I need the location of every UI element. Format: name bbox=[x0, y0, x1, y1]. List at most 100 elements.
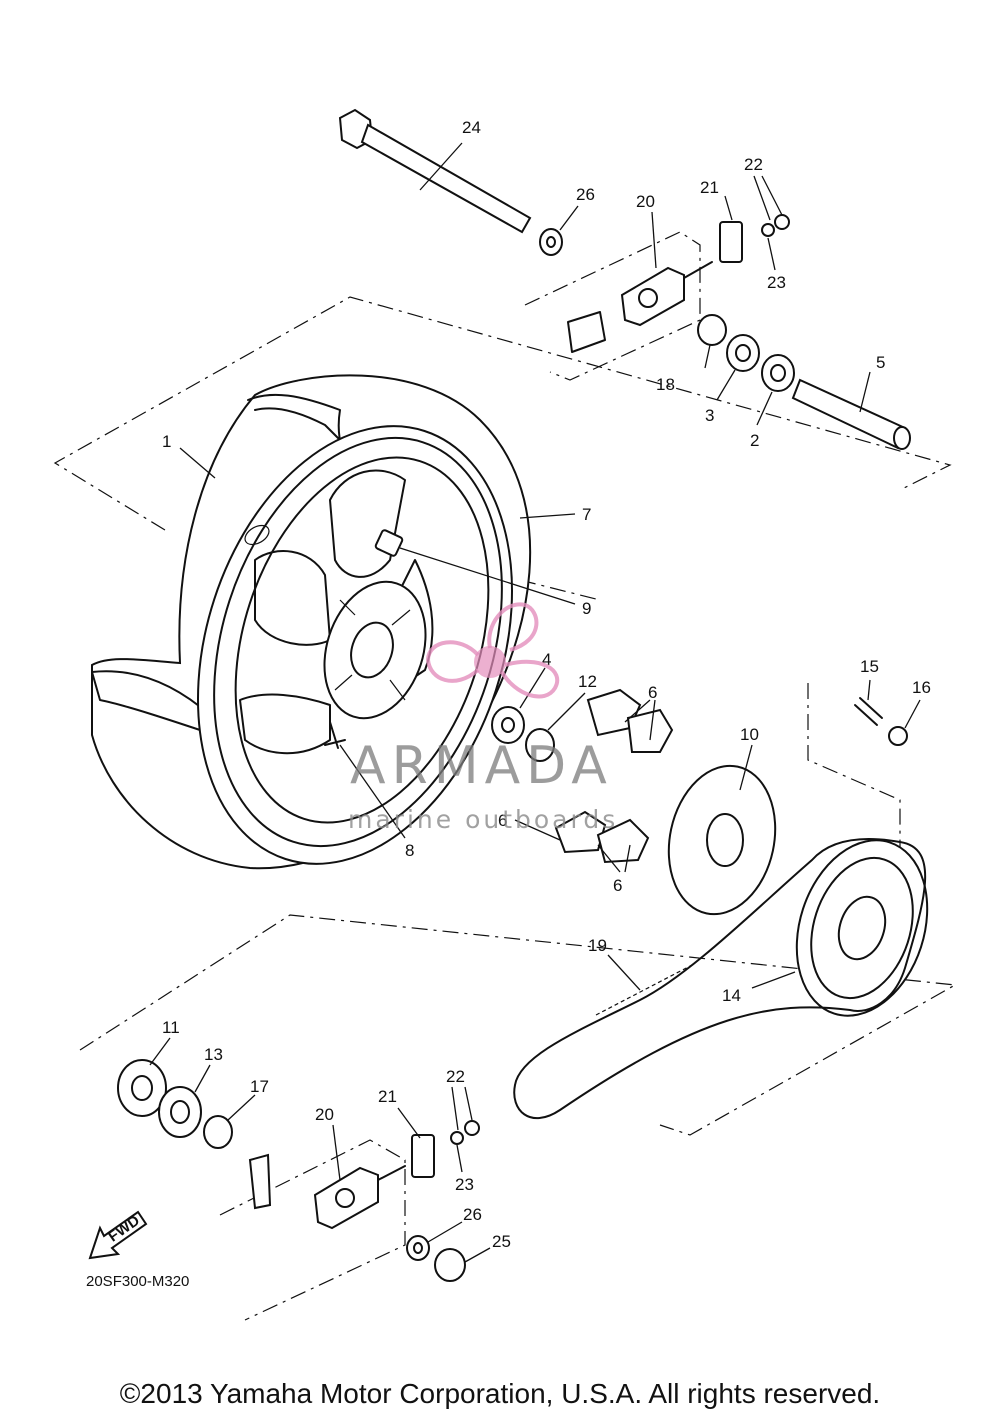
sprocket-hub-bore bbox=[706, 813, 744, 867]
wheel-hub bbox=[323, 580, 427, 720]
bearing-2-bore bbox=[770, 364, 786, 382]
lower-plane-outline bbox=[79, 914, 957, 1136]
callout-20-lower: 20 bbox=[315, 1105, 334, 1124]
chain-puller-bracket bbox=[248, 1153, 272, 1210]
balance-weight bbox=[374, 529, 404, 557]
leader-1 bbox=[179, 447, 216, 479]
leader-8 bbox=[339, 744, 406, 839]
callout-18: 18 bbox=[656, 375, 675, 394]
damper-6-b bbox=[626, 708, 674, 753]
leader-6c bbox=[597, 844, 631, 873]
washer-26-upper bbox=[539, 228, 563, 256]
callout-6-left: 6 bbox=[498, 811, 507, 830]
upper-plane-outline bbox=[53, 296, 952, 531]
bearing-4-bore bbox=[501, 717, 515, 733]
plane-link-line bbox=[519, 579, 601, 601]
washer-23-lower bbox=[450, 1131, 464, 1145]
hub-bore bbox=[350, 621, 394, 679]
wheel-spoke-bottom bbox=[239, 693, 331, 755]
oil-seal-13 bbox=[158, 1086, 202, 1138]
callout-8: 8 bbox=[405, 841, 414, 860]
leader-23a bbox=[767, 237, 776, 271]
callout-3: 3 bbox=[705, 406, 714, 425]
adjuster-20-upper-bolt bbox=[683, 261, 713, 279]
wheel-spoke-top bbox=[329, 469, 406, 578]
adjuster-20-upper-hole bbox=[638, 288, 658, 308]
callout-20-upper: 20 bbox=[636, 192, 655, 211]
leader-14 bbox=[751, 971, 796, 989]
bearing-2 bbox=[761, 354, 795, 392]
watermark-propeller-icon bbox=[425, 602, 559, 699]
leader-11 bbox=[149, 1037, 171, 1066]
wheel-rim-lip bbox=[213, 436, 503, 848]
chain-adjuster-20-upper bbox=[620, 266, 685, 327]
leader-6a bbox=[624, 699, 656, 741]
leader-6b bbox=[514, 819, 561, 841]
leader-24 bbox=[419, 142, 463, 191]
leader-22b bbox=[451, 1086, 473, 1131]
callout-15: 15 bbox=[860, 657, 879, 676]
stud-plane-line bbox=[807, 683, 901, 870]
collar-18 bbox=[697, 314, 727, 346]
sprocket-14-inner bbox=[810, 856, 914, 1000]
callout-21-lower: 21 bbox=[378, 1087, 397, 1106]
leader-20b bbox=[332, 1124, 341, 1181]
collar-12 bbox=[525, 728, 555, 762]
fwd-arrow-icon bbox=[88, 1210, 148, 1260]
leader-2 bbox=[756, 391, 773, 426]
stud-bolt-15 bbox=[854, 697, 883, 726]
chain-adjuster-20-lower bbox=[313, 1166, 379, 1230]
leader-lines bbox=[149, 142, 921, 1263]
sprocket-14-bore bbox=[837, 895, 887, 961]
rear-axle-24 bbox=[360, 123, 532, 234]
bearing-11-bore bbox=[131, 1075, 153, 1101]
callout-9: 9 bbox=[582, 599, 591, 618]
collar-17 bbox=[203, 1115, 233, 1149]
callout-16: 16 bbox=[912, 678, 931, 697]
rear-sprocket-14 bbox=[795, 839, 929, 1017]
leader-26a bbox=[559, 205, 579, 231]
callout-6-bottom: 6 bbox=[613, 876, 622, 895]
leader-12 bbox=[547, 692, 586, 731]
chain-links-detail bbox=[595, 964, 693, 1016]
center-drive-parts bbox=[491, 688, 908, 916]
callout-26-upper: 26 bbox=[576, 185, 595, 204]
assembly-guide-lines bbox=[53, 231, 957, 1321]
callout-5: 5 bbox=[876, 353, 885, 372]
upper-adjuster-plane bbox=[524, 231, 701, 381]
leader-7 bbox=[519, 513, 576, 519]
oil-seal-3 bbox=[726, 334, 760, 372]
leader-25 bbox=[464, 1247, 491, 1263]
leader-16 bbox=[904, 699, 921, 729]
leader-4 bbox=[519, 667, 546, 709]
leader-9 bbox=[399, 547, 576, 605]
callout-24: 24 bbox=[462, 118, 481, 137]
leader-17 bbox=[227, 1094, 256, 1121]
sprocket-hub-10 bbox=[667, 764, 777, 916]
watermark-subtitle: marine outboards bbox=[348, 805, 618, 834]
callout-23-lower: 23 bbox=[455, 1175, 474, 1194]
spacer-5 bbox=[791, 378, 907, 450]
upper-axle-parts bbox=[338, 108, 911, 450]
leader-15 bbox=[867, 679, 871, 701]
tire-cut-inner-top bbox=[254, 407, 341, 441]
leader-10 bbox=[739, 744, 753, 791]
rim-hole bbox=[244, 524, 270, 546]
wheel-rim-inner bbox=[234, 456, 490, 824]
spacer-5-end bbox=[893, 426, 911, 450]
callout-12: 12 bbox=[578, 672, 597, 691]
washer-26-lower-hole bbox=[413, 1242, 423, 1254]
nut-22-lower bbox=[464, 1120, 480, 1136]
bearing-4 bbox=[491, 706, 525, 744]
armada-watermark: ARMADA marine outboards bbox=[348, 602, 618, 834]
adjuster-20-lower-hole bbox=[335, 1188, 355, 1208]
nut-16 bbox=[888, 726, 908, 746]
washer-26-upper-hole bbox=[546, 236, 556, 248]
callout-23-upper: 23 bbox=[767, 273, 786, 292]
callout-10: 10 bbox=[740, 725, 759, 744]
callout-labels: 24 26 20 21 22 23 5 18 3 2 1 7 9 4 12 6 … bbox=[162, 118, 931, 1251]
callout-22-lower: 22 bbox=[446, 1067, 465, 1086]
leader-21a bbox=[724, 195, 733, 221]
lower-adjuster-plane bbox=[219, 1139, 406, 1321]
